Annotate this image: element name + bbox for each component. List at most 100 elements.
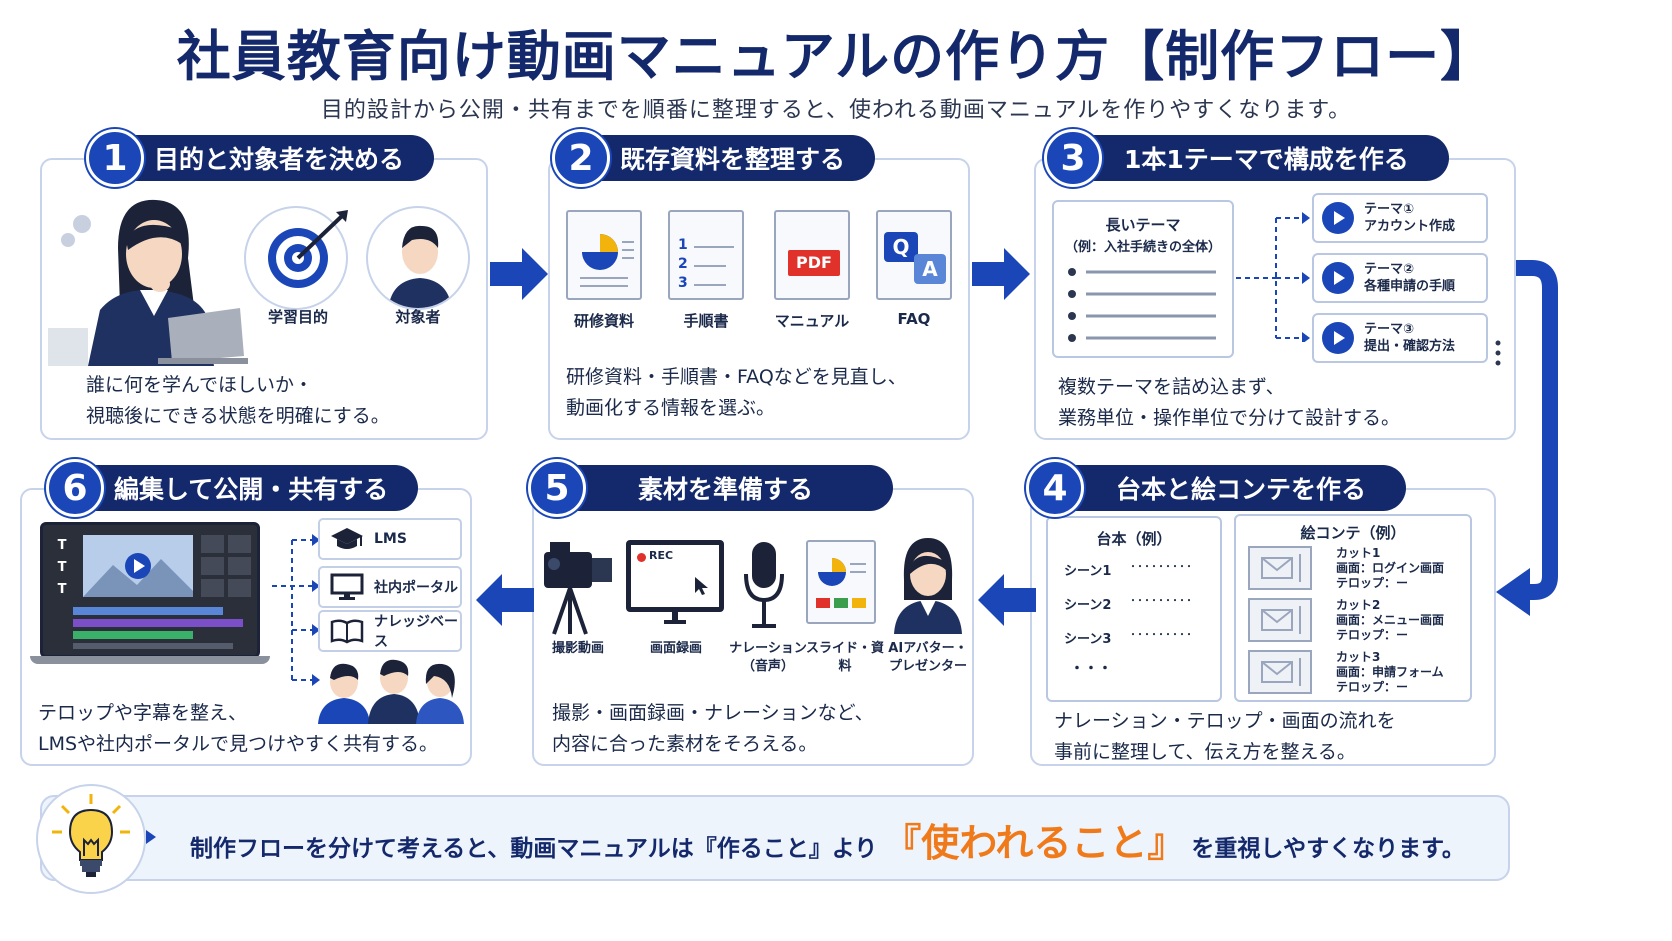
step-1-desc-line: 誰に何を学んでほしいか・: [86, 374, 314, 396]
cut-telop: テロップ：ー: [1336, 680, 1409, 694]
share-dashed-lines: [272, 534, 320, 686]
step-3-header: 3 1本1テーマで構成を作る: [1044, 129, 1449, 187]
script-box: 台本（例） シーン1 ・・・・・・・・・ シーン2 ・・・・・・・・・ シーン3…: [1046, 516, 1222, 702]
procedure-doc-icon: 1 2 3: [668, 210, 744, 300]
long-theme-box: 長いテーマ （例：入社手続きの全体）: [1052, 200, 1234, 358]
step-3-desc-line: 複数テーマを詰め込まず、: [1058, 376, 1285, 398]
rec-dot: [637, 553, 646, 562]
step-2-label: 既存資料を整理する: [582, 135, 876, 181]
step-6-label: 編集して公開・共有する: [76, 465, 419, 511]
cut-screen: 画面：メニュー画面: [1336, 613, 1445, 627]
image-placeholder-icon: [1261, 554, 1301, 582]
manual-label: マニュアル: [774, 312, 850, 330]
long-theme-example: （例：入社手続きの全体）: [1064, 240, 1221, 255]
microphone-icon: [744, 542, 784, 628]
slide-doc-icon: [806, 540, 876, 624]
step-6-header: 6 編集して公開・共有する: [46, 459, 419, 517]
list-number: 3: [678, 275, 688, 291]
text-tool-icon: T: [57, 538, 67, 553]
video-camera-icon: [544, 542, 612, 635]
step-4-desc-line: ナレーション・テロップ・画面の流れを: [1054, 710, 1396, 732]
page-title: 社員教育向け動画マニュアルの作り方【制作フロー】: [176, 25, 1496, 88]
step-1-label: 目的と対象者を決める: [116, 135, 435, 181]
theme-2-box: テーマ② 各種申請の手順: [1312, 253, 1488, 303]
step-6-desc-line: LMSや社内ポータルで見つけやすく共有する。: [38, 733, 439, 755]
scene-dots: ・・・・・・・・・: [1128, 596, 1194, 607]
step-5-desc-line: 内容に合った素材をそろえる。: [552, 733, 818, 755]
training-doc-icon: [566, 210, 642, 300]
list-number: 2: [678, 256, 688, 272]
open-book-icon: [330, 619, 364, 644]
storyboard-box: 絵コンテ（例） カット1 画面：ログイン画面 テロップ：ー カット2 画面：メニ…: [1234, 514, 1472, 702]
editor-controls: [201, 535, 251, 597]
step-6-description: テロップや字幕を整え、 LMSや社内ポータルで見つけやすく共有する。: [38, 698, 468, 760]
scene-3: シーン3: [1064, 632, 1112, 647]
arrow-left-icon: [476, 574, 534, 626]
faq-doc-icon: Q A: [876, 210, 952, 300]
slides-label: スライド・資料: [805, 641, 884, 674]
screen-recording-label: 画面録画: [649, 641, 702, 656]
banner-pointer-icon: [146, 830, 156, 844]
step-3-desc-line: 業務単位・操作単位で分けて設計する。: [1058, 407, 1401, 429]
step-2-number: 2: [552, 129, 610, 187]
split-arrows-icon: [1236, 212, 1310, 342]
theme-3-name: 提出・確認方法: [1364, 339, 1456, 354]
video-preview: [83, 535, 193, 597]
cut-3-thumb: [1248, 650, 1312, 694]
knowledge-base-label: ナレッジベース: [374, 614, 458, 650]
laptop-base: [30, 656, 270, 664]
step-4-label: 台本と絵コンテを作る: [1056, 465, 1407, 511]
faq-label: FAQ: [897, 310, 931, 328]
step-4-desc-line: 事前に整理して、伝え方を整える。: [1054, 741, 1356, 763]
light-bulb-icon: [52, 794, 130, 877]
bottom-message-after: を重視しやすくなります。: [1191, 836, 1465, 862]
step-6-desc-line: テロップや字幕を整え、: [38, 702, 248, 724]
arrow-left-icon: [978, 574, 1036, 626]
cut-telop: テロップ：ー: [1336, 628, 1409, 642]
theme-2-title: テーマ②: [1364, 262, 1415, 277]
procedure-doc-label: 手順書: [683, 312, 729, 330]
image-placeholder-icon: [1261, 606, 1301, 634]
knowledge-base-box: ナレッジベース: [318, 610, 462, 652]
person-thinking-icon: [48, 199, 248, 366]
step-5-desc-line: 撮影・画面録画・ナレーションなど、: [552, 702, 874, 724]
audience-group-icon: [318, 659, 464, 724]
faq-q-badge: Q: [884, 232, 918, 262]
step-4-number: 4: [1026, 459, 1084, 517]
manual-pdf-icon: PDF: [774, 210, 850, 300]
arrow-right-icon: [490, 248, 548, 300]
step-1-desc-line: 視聴後にできる状態を明確にする。: [86, 405, 390, 427]
step-4-header: 4 台本と絵コンテを作る: [1026, 459, 1407, 517]
cursor-icon: [695, 577, 708, 595]
long-theme-title: 長いテーマ: [1105, 216, 1181, 234]
theme-2-name: 各種申請の手順: [1364, 279, 1456, 294]
cut-2-thumb: [1248, 598, 1312, 642]
step-1-number: 1: [86, 129, 144, 187]
scene-dots: ・・・・・・・・・: [1128, 630, 1194, 641]
script-title: 台本（例）: [1096, 530, 1172, 548]
monitor-stand-icon: [664, 612, 686, 624]
play-icon: [1322, 322, 1354, 354]
monitor-icon: [330, 573, 364, 600]
bottom-banner: [40, 795, 1510, 881]
target-circle: [244, 206, 348, 310]
bottom-message: 制作フローを分けて考えると、動画マニュアルは『作ること』より 『使われること』 …: [190, 812, 1465, 867]
page-subtitle: 目的設計から公開・共有までを順番に整理すると、使われる動画マニュアルを作りやすく…: [320, 98, 1352, 123]
theme-1-title: テーマ①: [1364, 202, 1415, 217]
cut-1-thumb: [1248, 546, 1312, 590]
screen-recording-icon: REC: [626, 540, 724, 612]
narration-label: ナレーション （音声）: [729, 641, 807, 674]
learning-goal-label: 学習目的: [267, 308, 328, 326]
step-1-header: 1 目的と対象者を決める: [86, 129, 435, 187]
audience-label: 対象者: [395, 308, 441, 326]
text-tool-icon: T: [57, 582, 67, 597]
step-5-header: 5 素材を準備する: [528, 459, 894, 517]
theme-1-name: アカウント作成: [1364, 219, 1456, 234]
play-icon: [1322, 202, 1354, 234]
faq-a-badge: A: [914, 254, 946, 284]
step-2-desc-line: 動画化する情報を選ぶ。: [566, 397, 776, 419]
cut-number: カット2: [1336, 598, 1381, 612]
step-2-desc-line: 研修資料・手順書・FAQなどを見直し、: [566, 366, 907, 388]
cut-number: カット3: [1336, 650, 1381, 664]
scene-more: ・・・: [1070, 661, 1112, 677]
